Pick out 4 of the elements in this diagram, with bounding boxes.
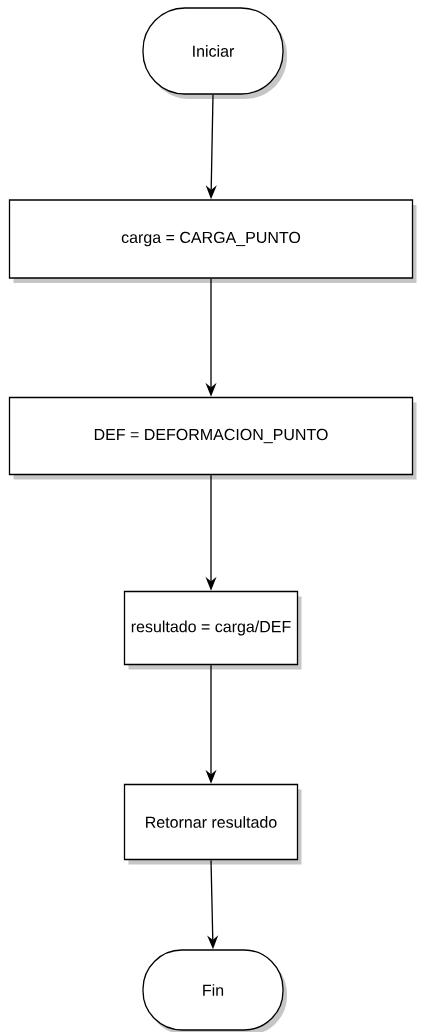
process-box: Retornar resultado — [123, 783, 302, 865]
process-box: DEF = DEFORMACION_PUNTO — [8, 396, 417, 480]
process-box: resultado = carga/DEF — [123, 590, 302, 670]
process-box: carga = CARGA_PUNTO — [8, 199, 417, 283]
